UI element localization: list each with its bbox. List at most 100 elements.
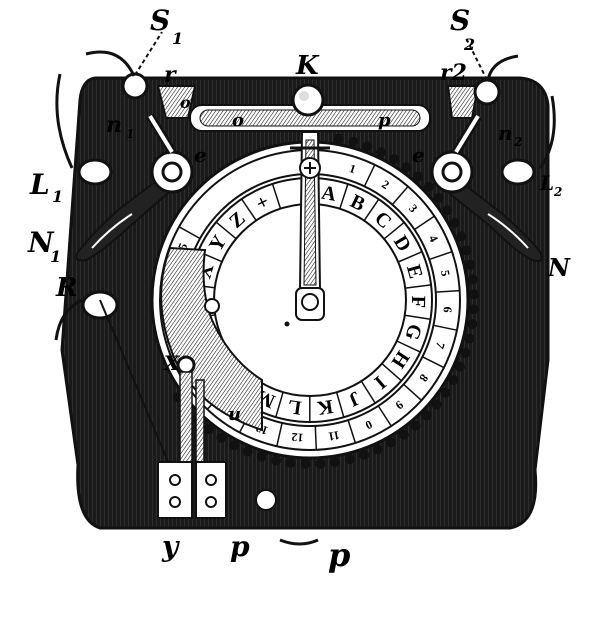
ring-tooth bbox=[398, 429, 409, 440]
knob-k bbox=[291, 83, 325, 117]
label-n: N bbox=[547, 253, 571, 282]
ring-tooth bbox=[468, 289, 479, 300]
dial-number: 4 bbox=[426, 233, 441, 245]
dial-letter: L bbox=[286, 395, 302, 419]
label-l2: L bbox=[539, 171, 554, 195]
rocker-left bbox=[156, 85, 197, 119]
dial-number: 6 bbox=[441, 306, 455, 313]
ring-tooth bbox=[204, 424, 214, 435]
ring-tooth bbox=[285, 457, 296, 468]
ring-tooth bbox=[270, 455, 281, 466]
ring-tooth bbox=[465, 259, 476, 270]
ring-tooth bbox=[256, 451, 267, 462]
ring-tooth bbox=[460, 347, 471, 358]
ring-tooth bbox=[440, 387, 451, 398]
ring-tooth bbox=[344, 454, 355, 465]
label-p2: p bbox=[328, 536, 350, 574]
label-o-top: o bbox=[232, 110, 244, 131]
label-n1-small: n bbox=[106, 112, 122, 138]
label-k: K bbox=[295, 51, 320, 81]
dial-number: 1 bbox=[348, 161, 358, 176]
ring-tooth bbox=[461, 245, 472, 256]
ring-tooth bbox=[423, 181, 434, 192]
block-y bbox=[157, 461, 193, 519]
dial-letter: A bbox=[320, 182, 339, 206]
terminal-l2 bbox=[500, 158, 536, 186]
ring-tooth bbox=[348, 136, 358, 147]
dial-letter: G bbox=[400, 321, 426, 343]
terminal-l1 bbox=[77, 158, 113, 186]
ring-tooth bbox=[410, 420, 421, 431]
ring-tooth bbox=[372, 444, 383, 455]
label-l1: L bbox=[29, 168, 50, 201]
label-n1-small-sub: 1 bbox=[126, 127, 134, 141]
ring-tooth bbox=[456, 231, 467, 242]
ring-tooth bbox=[433, 193, 444, 204]
ring-tooth bbox=[375, 147, 386, 158]
dial-number: 12 bbox=[291, 430, 304, 445]
ring-tooth bbox=[358, 449, 369, 460]
label-p-top: p bbox=[378, 110, 391, 131]
label-s1: S bbox=[150, 4, 170, 37]
ring-tooth bbox=[467, 274, 478, 285]
terminal-r bbox=[81, 290, 119, 320]
rocker-right bbox=[446, 85, 480, 119]
label-x: X bbox=[162, 351, 181, 375]
terminal-s2 bbox=[473, 78, 501, 106]
dial-letter: K bbox=[315, 395, 334, 419]
ring-tooth bbox=[389, 154, 399, 165]
ring-tooth bbox=[216, 432, 227, 443]
ring-tooth bbox=[449, 218, 460, 228]
ring-tooth bbox=[464, 333, 475, 344]
dial-number: 5 bbox=[438, 269, 453, 278]
ring-tooth bbox=[330, 457, 341, 468]
toothed-ring bbox=[173, 133, 479, 469]
block-p bbox=[195, 461, 227, 519]
terminal-s1 bbox=[121, 72, 149, 100]
label-p1: p bbox=[230, 530, 250, 563]
dial-letter: F bbox=[407, 296, 429, 309]
label-n1: N bbox=[27, 226, 55, 259]
knob-bottom bbox=[255, 489, 277, 511]
label-r2: r2 bbox=[440, 60, 467, 86]
dial-letter: E bbox=[402, 262, 427, 281]
label-s1-sub: 1 bbox=[172, 29, 183, 48]
ring-tooth bbox=[448, 375, 459, 385]
ring-tooth bbox=[362, 141, 373, 152]
ring-tooth bbox=[242, 446, 253, 457]
label-n2-small-sub: 2 bbox=[513, 135, 522, 149]
ring-tooth bbox=[442, 205, 453, 216]
label-s2: S bbox=[450, 4, 470, 37]
ring-tooth bbox=[229, 440, 239, 451]
dial-number: 0 bbox=[363, 417, 374, 432]
label-e2: e bbox=[412, 143, 425, 167]
label-n2-small: n bbox=[498, 121, 513, 145]
label-n1-sub: 1 bbox=[50, 247, 61, 266]
ring-tooth bbox=[386, 437, 396, 448]
ring-tooth bbox=[413, 171, 423, 182]
label-l1-sub: 1 bbox=[52, 187, 63, 206]
label-y: y bbox=[161, 530, 180, 563]
dial-number: 11 bbox=[327, 428, 341, 444]
ring-tooth bbox=[454, 361, 465, 372]
ring-tooth bbox=[315, 458, 326, 469]
pivot-left bbox=[150, 150, 194, 194]
label-r: R bbox=[55, 273, 78, 303]
ring-tooth bbox=[401, 162, 412, 173]
label-r1: r bbox=[164, 62, 177, 88]
ring-tooth bbox=[421, 410, 432, 421]
ring-tooth bbox=[431, 399, 442, 410]
label-o: o bbox=[180, 93, 191, 112]
label-e1: e bbox=[194, 143, 207, 167]
screw-x bbox=[176, 355, 196, 375]
label-u: u bbox=[228, 404, 241, 425]
ring-tooth bbox=[467, 319, 478, 329]
pivot-right bbox=[430, 150, 474, 194]
ring-tooth bbox=[333, 133, 344, 144]
ring-tooth bbox=[300, 458, 311, 469]
label-s2-sub: 2 bbox=[463, 35, 475, 54]
label-l2-sub: 2 bbox=[553, 185, 562, 199]
dial-number: 7 bbox=[433, 340, 448, 350]
